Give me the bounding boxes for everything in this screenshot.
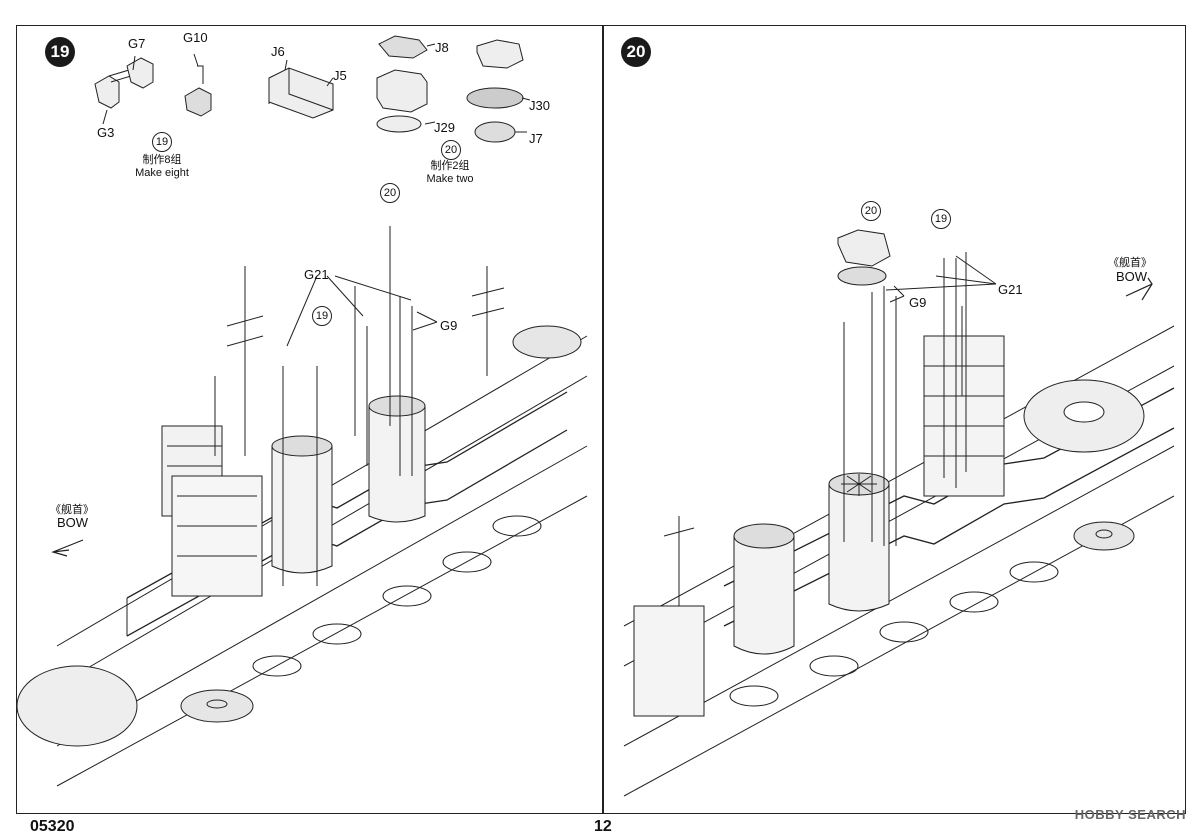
make-eight-zh: 制作8组: [142, 154, 182, 166]
callout-g21: G21: [998, 282, 1023, 297]
callout-g9: G9: [909, 295, 927, 310]
assembly-leader-lines: [843, 252, 997, 546]
callout-20-main: 20: [861, 201, 881, 221]
masts: [214, 266, 505, 456]
part-label-g7: G7: [128, 36, 146, 51]
gun-rings-deck: [17, 325, 582, 747]
callout-g9: G9: [440, 318, 458, 333]
part-label-j29: J29: [434, 120, 455, 135]
bow-arrow: [51, 539, 84, 557]
catalog-code: 05320: [30, 818, 75, 835]
masts: [663, 306, 963, 606]
gun-rings-deck: [729, 379, 1145, 707]
step-number-19: 19: [45, 37, 75, 67]
director-turret: [837, 229, 891, 286]
part-label-j5: J5: [333, 68, 347, 83]
part-label-j6: J6: [271, 44, 285, 59]
callout-g21: G21: [304, 267, 329, 282]
bow-label-zh: 《舰首》: [1108, 257, 1152, 269]
subassembly-ref-19: 19: [152, 132, 172, 152]
funnels: [271, 395, 426, 574]
part-label-g10: G10: [183, 30, 208, 45]
bridge-tower: [633, 335, 1005, 717]
make-two-zh: 制作2组: [430, 160, 470, 172]
step-19-illustration: [17, 35, 588, 787]
part-label-j30: J30: [529, 98, 550, 113]
step-19-panel: 19 G7 G10 J6 J5 J8 G3 J30 J29 J7 19 制作8组…: [16, 25, 603, 814]
bow-arrow: [1125, 277, 1153, 301]
bow-label-zh: 《舰首》: [50, 504, 94, 516]
bracket-parts-j6-j5: [268, 59, 334, 119]
step-20-panel: 20 20 19 G21 G9 《舰首》 BOW: [603, 25, 1186, 814]
turret-subassembly-sketch: [94, 53, 212, 125]
bow-label-en: BOW: [1116, 269, 1148, 284]
subassembly-ref-20: 20: [441, 140, 461, 160]
callout-19-main: 19: [312, 306, 332, 326]
part-label-g3: G3: [97, 125, 115, 140]
make-eight-en: Make eight: [135, 167, 189, 179]
callout-20-main: 20: [380, 183, 400, 203]
part-label-j7: J7: [529, 131, 543, 146]
bridge-tower: [161, 425, 263, 597]
make-two-en: Make two: [426, 173, 474, 185]
bow-label-en: BOW: [57, 515, 89, 530]
watermark: HOBBY SEARCH: [1074, 807, 1186, 822]
callout-19-main: 19: [931, 209, 951, 229]
step-20-illustration: [623, 229, 1175, 797]
page-number: 12: [594, 818, 612, 835]
assembly-leader-lines: [282, 226, 438, 586]
part-label-j8: J8: [435, 40, 449, 55]
step-number-20: 20: [621, 37, 651, 67]
director-parts-j8-j30: [376, 35, 531, 143]
